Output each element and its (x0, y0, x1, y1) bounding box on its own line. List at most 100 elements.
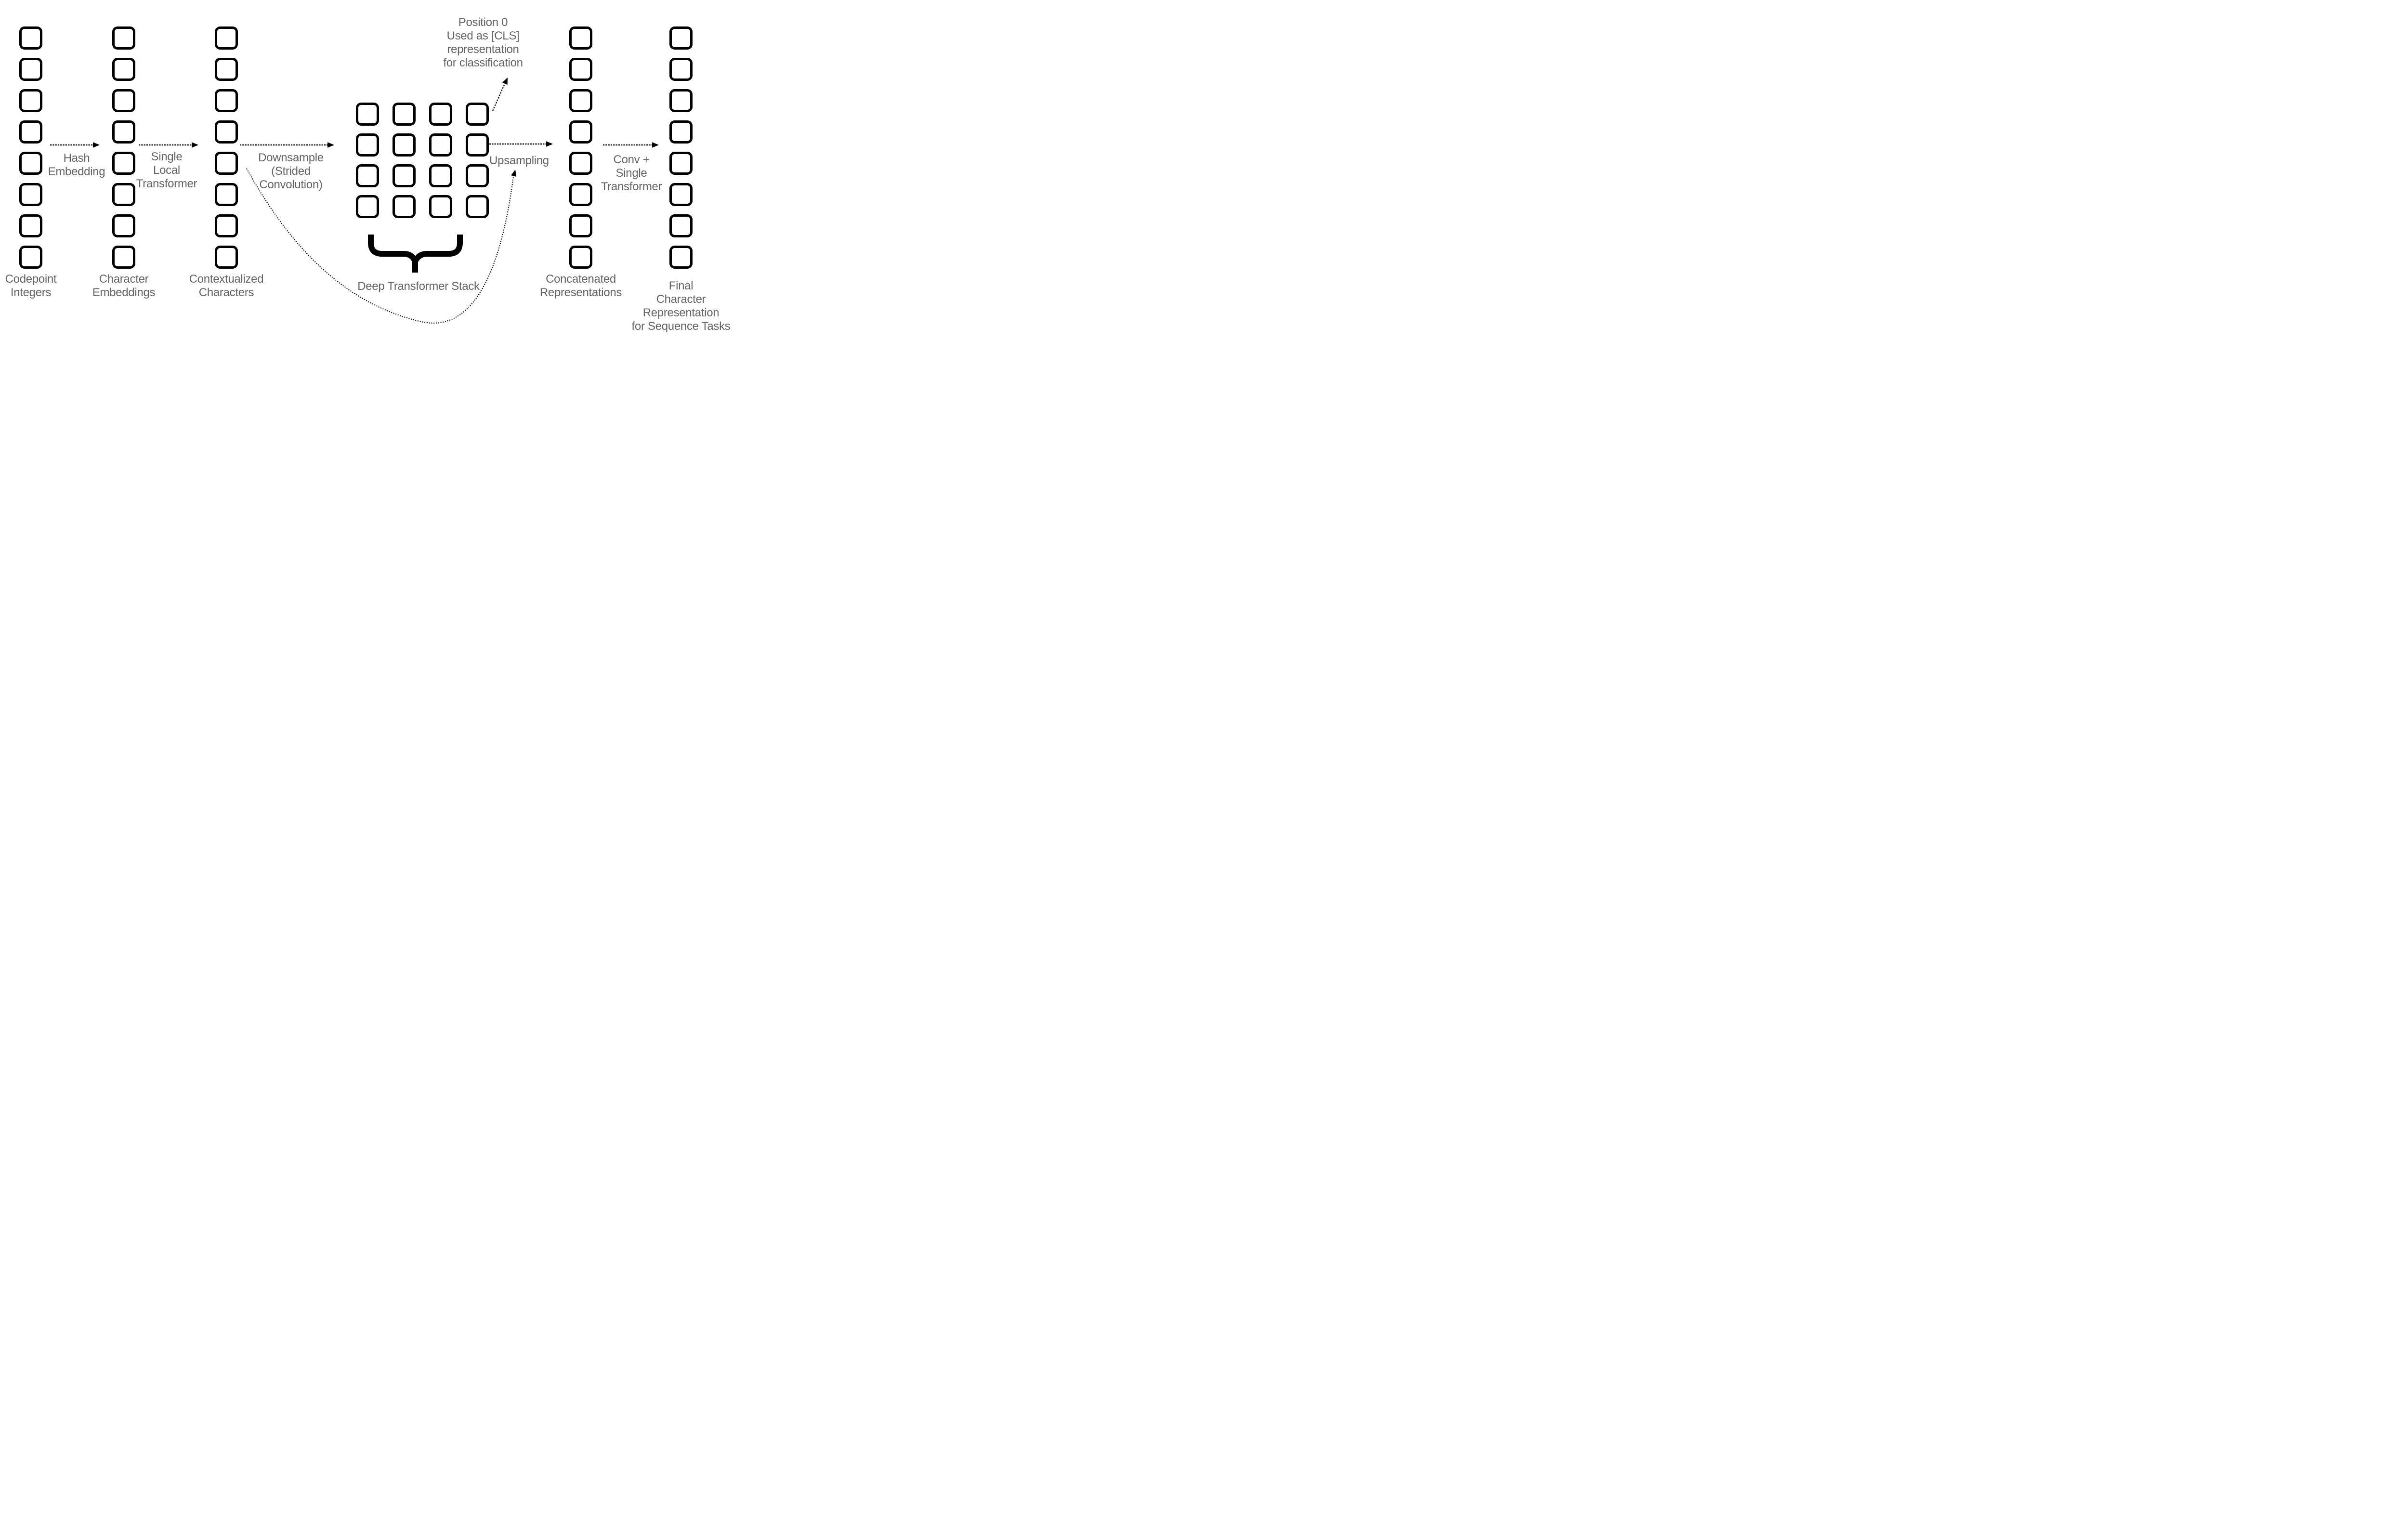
label-line: Single (615, 167, 647, 180)
codepoint-integers-column (19, 26, 42, 269)
conv-single-transformer-arrow-icon (603, 142, 659, 148)
hash-embedding-arrow-icon (50, 142, 100, 148)
representation-square (669, 152, 693, 175)
label-line: Deep Transformer Stack (357, 280, 480, 293)
concatenated-representations-column (569, 26, 592, 269)
representation-square (19, 58, 42, 81)
representation-square (356, 164, 379, 187)
representation-square (112, 214, 135, 237)
representation-square (669, 214, 693, 237)
canine-architecture-diagram: Codepoint Integers Character Embeddings … (0, 0, 737, 340)
representation-square (19, 26, 42, 50)
representation-square (19, 214, 42, 237)
label-line: (Strided (271, 165, 311, 178)
single-local-transformer-label: Single Local Transformer (136, 150, 197, 191)
concatenated-representations-label: Concatenated Representations (540, 273, 622, 300)
label-line: Position 0 (458, 16, 508, 29)
representation-square (669, 89, 693, 112)
representation-square (569, 26, 592, 50)
label-line: Upsampling (489, 154, 549, 167)
label-line: Transformer (601, 180, 662, 193)
representation-square (466, 133, 489, 157)
representation-square (569, 120, 592, 144)
contextualized-characters-label: Contextualized Characters (189, 273, 264, 300)
label-line: representation (447, 43, 519, 56)
label-line: Convolution) (259, 178, 323, 191)
representation-square (215, 58, 238, 81)
representation-square (569, 183, 592, 206)
label-line: Final (668, 279, 694, 292)
representation-square (569, 89, 592, 112)
representation-square (356, 103, 379, 126)
label-line: Characters (198, 286, 254, 299)
representation-square (393, 164, 416, 187)
conv-single-transformer-label: Conv + Single Transformer (601, 153, 662, 194)
final-representation-column (669, 26, 693, 269)
hash-embedding-label: Hash Embedding (48, 152, 105, 179)
representation-square (215, 89, 238, 112)
representation-square (356, 195, 379, 218)
label-line: Embedding (48, 165, 105, 178)
representation-square (112, 120, 135, 144)
representation-square (215, 246, 238, 269)
label-line: Used as [CLS] (446, 29, 520, 42)
label-line: Contextualized (189, 273, 264, 286)
label-line: Conv + (613, 153, 650, 166)
representation-square (19, 89, 42, 112)
representation-square (215, 183, 238, 206)
representation-square (19, 183, 42, 206)
representation-square (429, 133, 452, 157)
label-line: for classification (443, 56, 523, 69)
representation-square (356, 133, 379, 157)
representation-square (429, 164, 452, 187)
label-line: Local (153, 164, 180, 177)
representation-square (669, 183, 693, 206)
label-line: for Sequence Tasks (631, 320, 731, 333)
representation-square (569, 58, 592, 81)
downsample-arrow-icon (240, 142, 334, 148)
downsample-label: Downsample (Strided Convolution) (258, 151, 324, 192)
representation-square (669, 26, 693, 50)
underbrace-icon (368, 235, 463, 273)
label-line: Concatenated (546, 273, 616, 286)
representation-square (112, 183, 135, 206)
representation-square (669, 58, 693, 81)
representation-square (466, 103, 489, 126)
representation-square (393, 133, 416, 157)
representation-square (669, 246, 693, 269)
label-line: Single (151, 150, 183, 163)
representation-square (466, 195, 489, 218)
deep-transformer-stack-label: Deep Transformer Stack (357, 280, 480, 293)
representation-square (215, 152, 238, 175)
representation-square (112, 26, 135, 50)
label-line: Character (656, 293, 706, 306)
representation-square (569, 246, 592, 269)
contextualized-characters-column (215, 26, 238, 269)
representation-square (569, 152, 592, 175)
representation-square (215, 120, 238, 144)
label-line: Character (99, 273, 149, 286)
label-line: Embeddings (92, 286, 156, 299)
representation-square (112, 246, 135, 269)
representation-square (466, 164, 489, 187)
representation-square (112, 89, 135, 112)
upsampling-label: Upsampling (489, 154, 549, 168)
representation-square (112, 152, 135, 175)
final-representation-label: Final Character Representation for Seque… (632, 279, 731, 333)
label-line: Transformer (136, 177, 197, 190)
representation-square (429, 195, 452, 218)
label-line: Codepoint (5, 273, 57, 286)
representation-square (215, 26, 238, 50)
single-local-transformer-arrow-icon (139, 142, 198, 148)
label-line: Integers (10, 286, 52, 299)
cls-note: Position 0 Used as [CLS] representation … (443, 16, 523, 70)
deep-transformer-stack-grid (356, 103, 489, 218)
representation-square (112, 58, 135, 81)
representation-square (393, 195, 416, 218)
representation-square (429, 103, 452, 126)
representation-square (569, 214, 592, 237)
codepoint-integers-label: Codepoint Integers (5, 273, 57, 300)
upsampling-arrow-icon (489, 141, 553, 147)
representation-square (215, 214, 238, 237)
label-line: Hash (63, 152, 90, 165)
